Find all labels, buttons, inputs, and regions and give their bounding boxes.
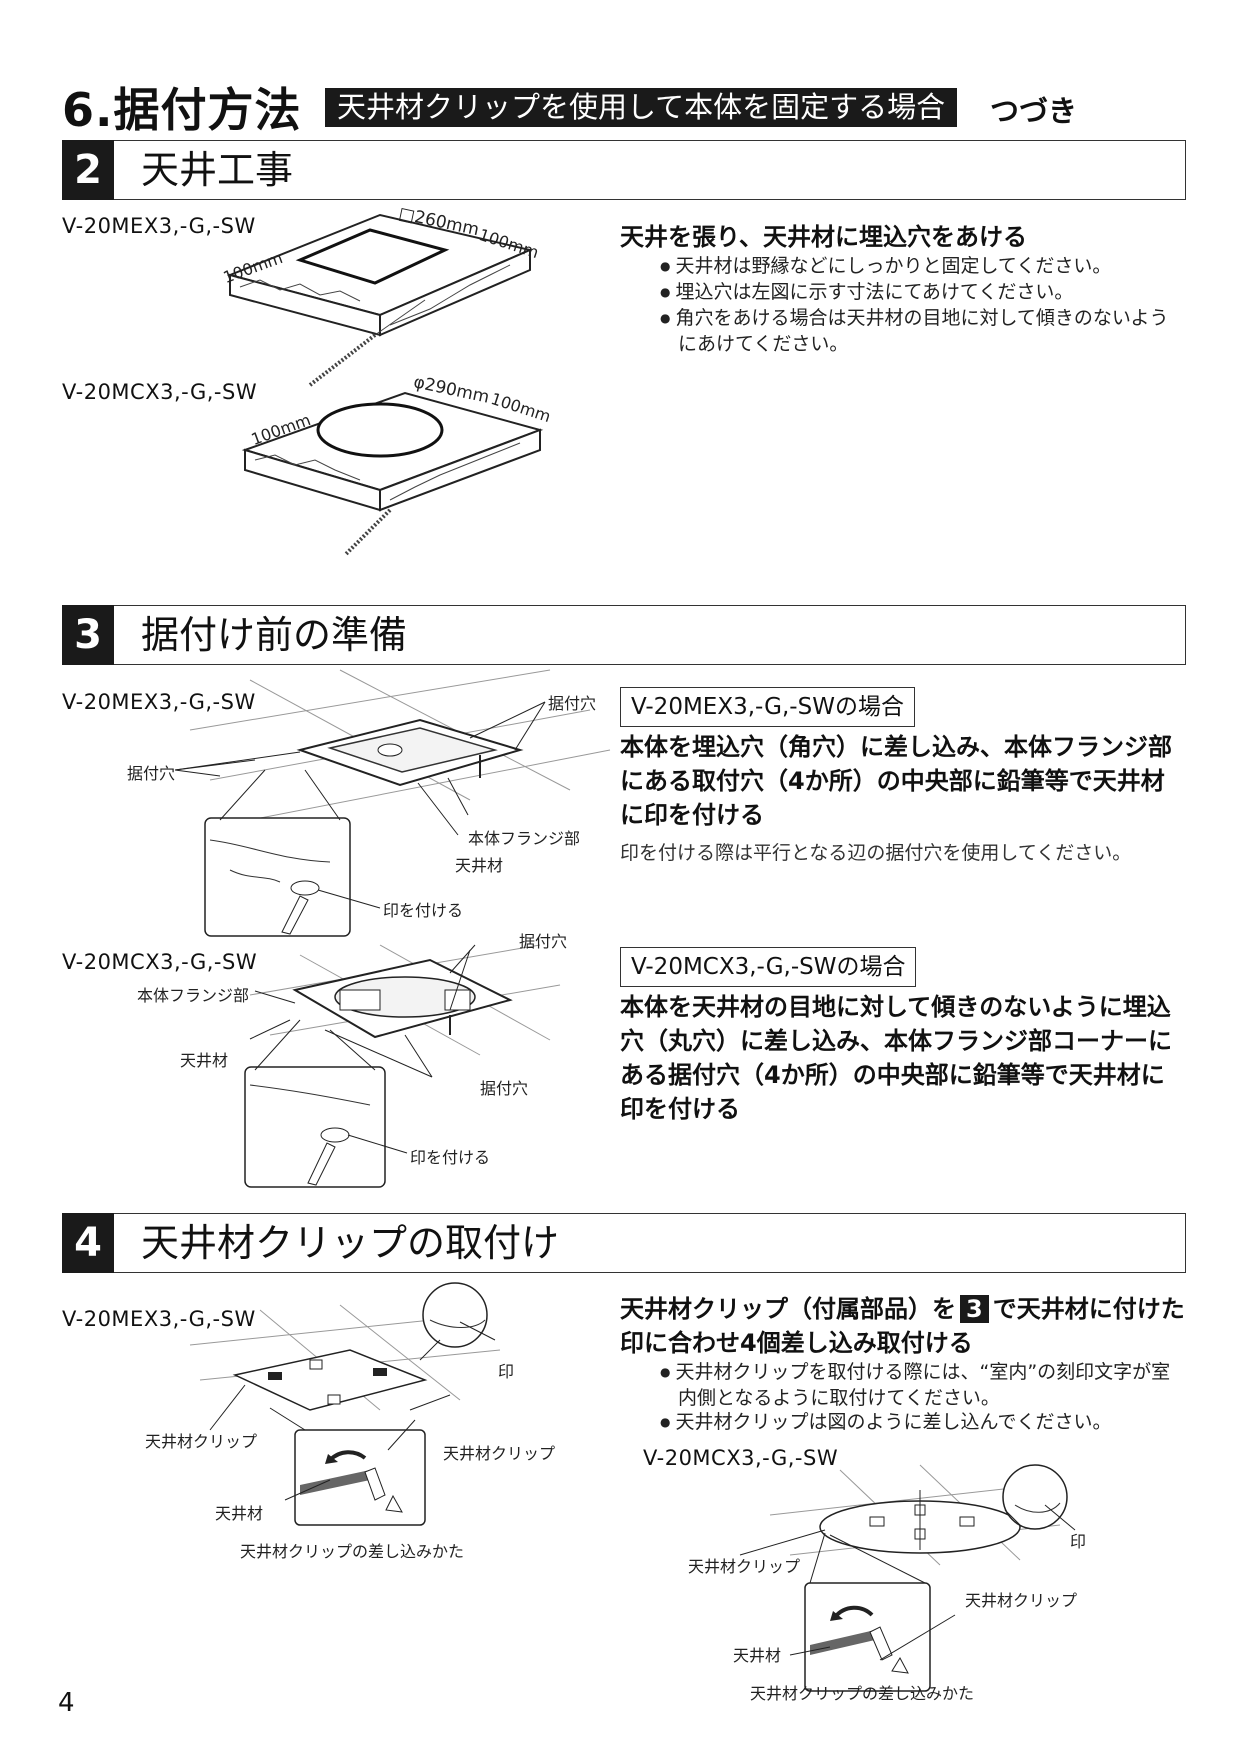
- bullet-item: 角穴をあける場合は天井材の目地に対して傾きのないようにあけてください。: [660, 306, 1185, 356]
- hole-label: 据付穴: [127, 764, 176, 783]
- hole-label: 据付穴: [519, 932, 568, 951]
- section-title: 天井材クリップの取付け: [141, 1221, 560, 1265]
- mark-label: 印: [1070, 1532, 1087, 1551]
- flange-label: 本体フランジ部: [468, 829, 581, 848]
- bullet-item: 天井材クリップを取付ける際には、“室内”の刻印文字が室内側となるように取付けてく…: [660, 1360, 1185, 1410]
- mark-label: 印を付ける: [383, 901, 464, 920]
- step-reference: 3: [960, 1295, 989, 1323]
- bullet-item: 天井材クリップは図のように差し込んでください。: [660, 1410, 1185, 1436]
- chapter-title: 6.据付方法: [62, 83, 302, 137]
- flange-label: 本体フランジ部: [137, 986, 250, 1005]
- section-2-header: 2 天井工事: [62, 140, 1186, 200]
- model-label-mex: V-20MEX3,-G,-SW: [62, 690, 256, 714]
- model-label-mcx: V-20MCX3,-G,-SW: [62, 950, 258, 974]
- ceiling-label: 天井材: [180, 1051, 229, 1070]
- instruction-mex: 本体を埋込穴（角穴）に差し込み、本体フランジ部にある取付穴（4か所）の中央部に鉛…: [620, 733, 1172, 829]
- ceiling-label: 天井材: [215, 1504, 264, 1523]
- insert-caption: 天井材クリップの差し込みかた: [240, 1542, 465, 1561]
- model-label-mex: V-20MEX3,-G,-SW: [62, 214, 256, 238]
- model-label-mcx: V-20MCX3,-G,-SW: [62, 380, 258, 404]
- chapter-tag: 天井材クリップを使用して本体を固定する場合: [325, 88, 958, 127]
- bullet-item: 埋込穴は左図に示す寸法にてあけてください。: [660, 280, 1185, 306]
- note-mex: 印を付ける際は平行となる辺の据付穴を使用してください。: [620, 842, 1132, 864]
- mcx-clip-diagram: [739, 1464, 1076, 1692]
- hole-label: 据付穴: [480, 1079, 529, 1098]
- case-box-mcx: V-20MCX3,-G,-SWの場合: [620, 947, 917, 987]
- section-4-header: 4 天井材クリップの取付け: [62, 1213, 1186, 1273]
- ceiling-label: 天井材: [455, 856, 504, 875]
- chapter-continued: つづき: [990, 94, 1078, 128]
- mcx-preparation-diagram: [244, 944, 561, 1188]
- section-3-header: 3 据付け前の準備: [62, 605, 1186, 665]
- clip-label: 天井材クリップ: [443, 1444, 556, 1463]
- ceiling-label: 天井材: [733, 1646, 782, 1665]
- insert-caption: 天井材クリップの差し込みかた: [750, 1684, 975, 1703]
- bullet-item: 天井材は野縁などにしっかりと固定してください。: [660, 254, 1185, 280]
- page-number: 4: [58, 1688, 75, 1718]
- hole-label: 据付穴: [548, 694, 597, 713]
- model-label-mex: V-20MEX3,-G,-SW: [62, 1307, 256, 1331]
- square-hole-diagram: [226, 213, 534, 387]
- instruction-mcx: 本体を天井材の目地に対して傾きのないように埋込穴（丸穴）に差し込み、本体フランジ…: [620, 993, 1172, 1123]
- heading-text: で天井材に付けた印に合わせ4個差し込み取付ける: [620, 1295, 1185, 1357]
- mex-preparation-diagram: [174, 669, 611, 937]
- section-2-heading: 天井を張り、天井材に埋込穴をあける: [620, 223, 1028, 251]
- section-title: 天井工事: [141, 148, 294, 192]
- mark-label: 印: [498, 1362, 515, 1381]
- section-4-bullets: 天井材クリップを取付ける際には、“室内”の刻印文字が室内側となるように取付けてく…: [660, 1360, 1185, 1436]
- model-label-mcx: V-20MCX3,-G,-SW: [643, 1446, 839, 1470]
- round-hole-diagram: [241, 391, 544, 557]
- heading-text: 天井材クリップ（付属部品）を: [620, 1295, 956, 1323]
- mex-clip-diagram: [189, 1282, 501, 1526]
- section-title: 据付け前の準備: [141, 613, 408, 657]
- clip-label: 天井材クリップ: [688, 1557, 801, 1576]
- section-number: 3: [62, 605, 114, 665]
- section-number: 4: [62, 1213, 114, 1273]
- clip-label: 天井材クリップ: [965, 1591, 1078, 1610]
- mark-label: 印を付ける: [410, 1148, 491, 1167]
- section-2-bullets: 天井材は野縁などにしっかりと固定してください。 埋込穴は左図に示す寸法にてあけて…: [660, 254, 1185, 356]
- clip-label: 天井材クリップ: [145, 1432, 258, 1451]
- case-box-mex: V-20MEX3,-G,-SWの場合: [620, 687, 915, 727]
- section-number: 2: [62, 140, 114, 200]
